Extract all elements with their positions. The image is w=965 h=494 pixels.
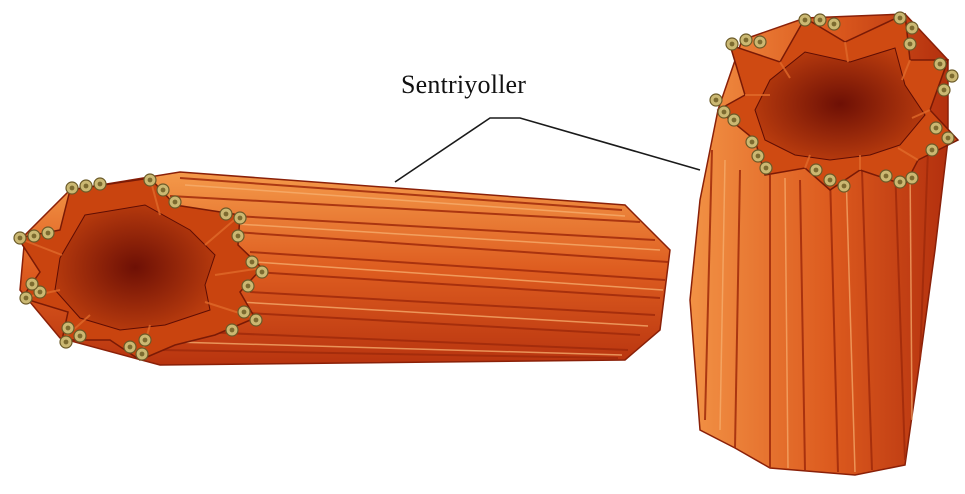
label-leader-lines [395,118,700,182]
centriole-horizontal-icon [14,172,670,365]
centriole-vertical-icon [690,12,958,475]
centriole-label: Sentriyoller [401,70,526,100]
